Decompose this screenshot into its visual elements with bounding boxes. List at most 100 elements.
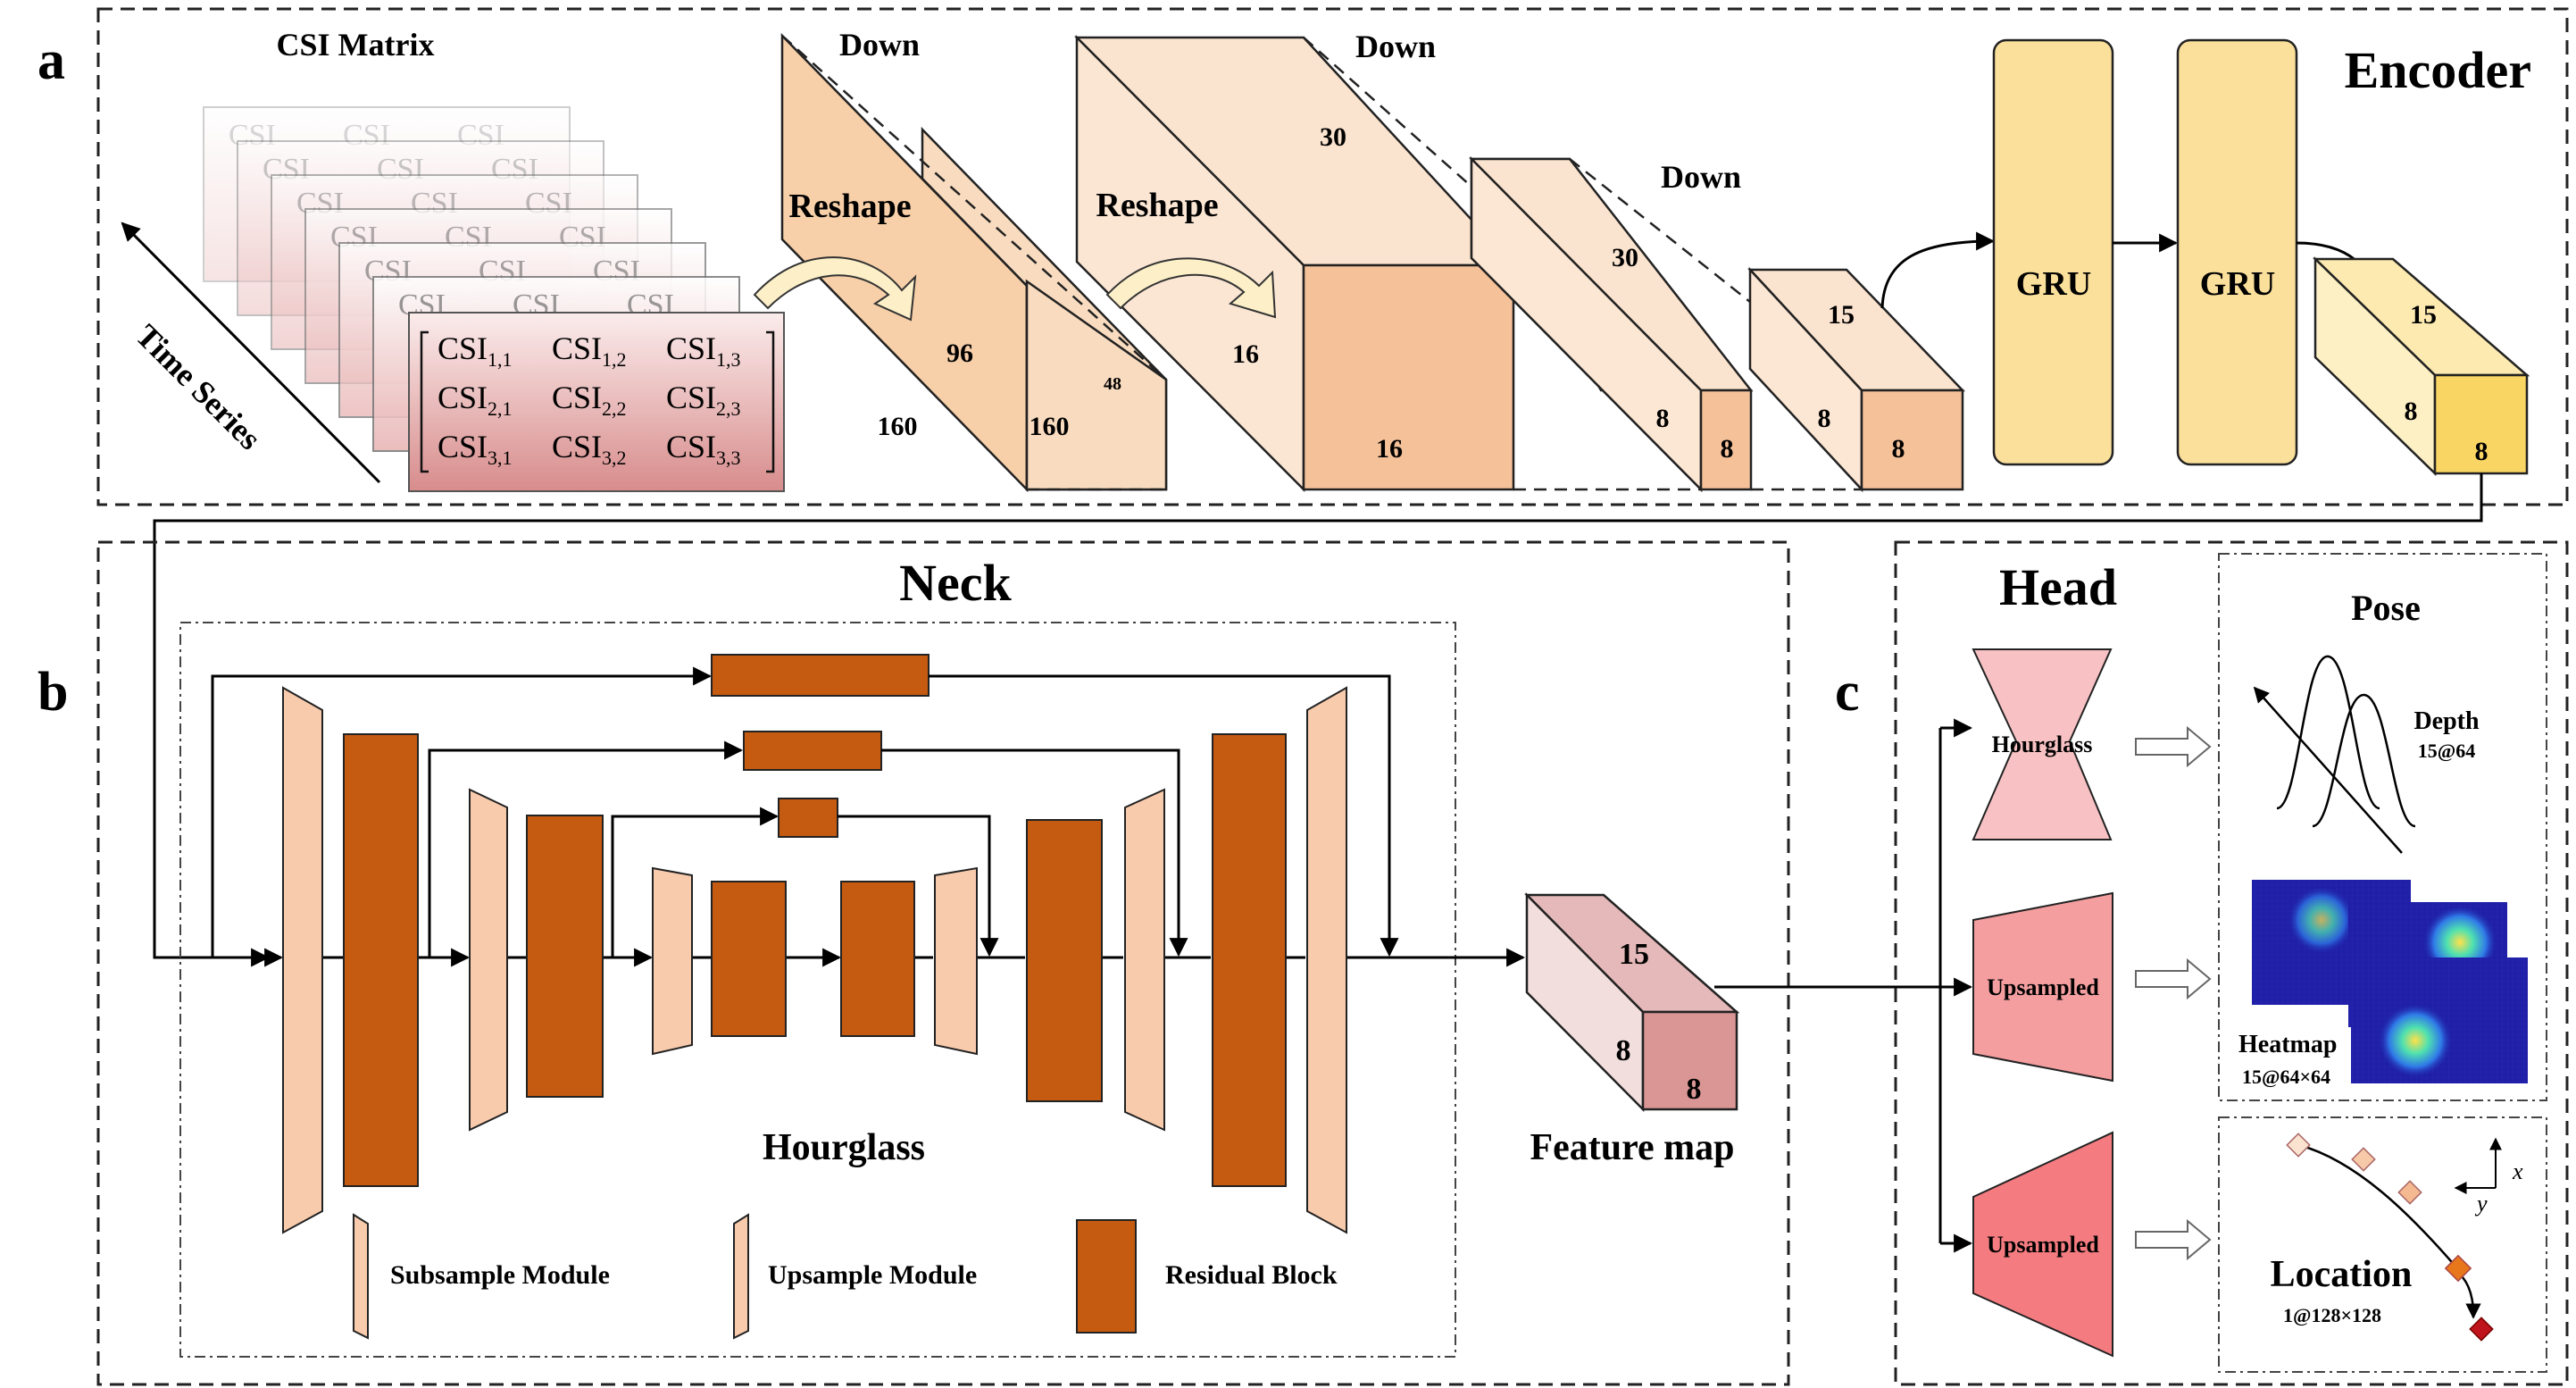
feature-box-1: 30 16 16	[1073, 34, 1516, 493]
reshape-label-1: Reshape	[788, 188, 911, 225]
reshape-curve-arrow-1	[753, 256, 917, 322]
location-label: Location	[2271, 1254, 2413, 1295]
panel-letter-c: c	[1835, 662, 1860, 723]
down-label-2: Down	[1355, 29, 1436, 64]
gru-block-1	[1992, 38, 2114, 466]
reshape-curve-arrow-2	[1105, 257, 1277, 319]
head-panel	[1894, 540, 2569, 1386]
panel-letter-b: b	[38, 662, 68, 723]
reshape-slab-2: 48 160	[921, 126, 1168, 491]
skip-connection-inner	[611, 798, 999, 957]
axis-y-label: y	[2474, 1191, 2488, 1217]
hourglass-label: Hourglass	[763, 1127, 925, 1168]
hollow-arrow-2	[2135, 957, 2212, 1000]
feature-box-3: 15 8 8	[1747, 266, 1965, 493]
panel-letter-a: a	[38, 30, 65, 91]
out-depth: 15	[2410, 300, 2437, 330]
feature-map-box: 15 8 8	[1523, 891, 1740, 1113]
slab1-height: 160	[878, 412, 918, 441]
reshape-label-2: Reshape	[1096, 187, 1218, 224]
csi-matrix-title: CSI Matrix	[277, 27, 435, 63]
neck-panel	[96, 540, 1790, 1386]
gru-block-2	[2176, 38, 2298, 466]
box2-front-label: 8	[1721, 434, 1734, 464]
down-dashed-1	[781, 35, 1167, 380]
upsample-module-3	[1306, 686, 1347, 1234]
slab2-depth: 48	[1104, 374, 1121, 394]
box3-front: 8	[1892, 434, 1905, 464]
depth-curves	[2253, 655, 2416, 854]
time-series-label: Time Series	[129, 317, 268, 456]
residual-block-4	[840, 881, 915, 1037]
csi-cell: CSI1,3	[666, 330, 741, 371]
skip-residual-middle	[743, 731, 882, 771]
feature-box-2-clean: 30 8 8	[1468, 155, 1754, 493]
head-title: Head	[1999, 558, 2117, 616]
box3-to-gru-arrow	[1880, 231, 1996, 309]
heatmap-dims: 15@64×64	[2242, 1066, 2330, 1088]
box1-front: 16	[1376, 434, 1403, 464]
subsample-module-2	[469, 788, 508, 1132]
box1-depth: 30	[1320, 122, 1346, 152]
gru-label-1: GRU	[2016, 265, 2091, 303]
box3-depth: 15	[1828, 300, 1855, 330]
box1-left: 16	[1232, 339, 1259, 369]
feature-map-label: Feature map	[1530, 1127, 1734, 1168]
slab1-depth: 96	[946, 339, 973, 368]
encoder-to-neck-line	[153, 473, 2483, 967]
head-hourglass-label: Hourglass	[1992, 732, 2093, 757]
subsample-module-1	[282, 686, 323, 1234]
heatmap-stack	[2252, 880, 2528, 1083]
legend-upsample-icon	[733, 1213, 749, 1340]
upsample-module-2	[1124, 788, 1165, 1132]
skip-connection-outer	[211, 654, 1399, 957]
residual-block-2	[526, 815, 604, 1098]
hollow-arrow-1	[2135, 725, 2212, 768]
heatmap-label: Heatmap	[2238, 1031, 2337, 1058]
hollow-arrow-3	[2135, 1218, 2212, 1261]
location-trajectory	[2286, 1133, 2494, 1342]
legend-residual-icon	[1076, 1219, 1137, 1334]
location-axes-icon	[2454, 1137, 2502, 1194]
head-upsampled-label-2: Upsampled	[1987, 1232, 2099, 1258]
location-panel	[2218, 1116, 2547, 1373]
slab2-height: 160	[1030, 412, 1070, 441]
skip-connection-middle	[428, 731, 1188, 957]
feature-map-left: 8	[1616, 1034, 1631, 1067]
depth-label: Depth	[2413, 707, 2480, 735]
encoder-title: Encoder	[2345, 41, 2531, 99]
gru-label-2: GRU	[2200, 265, 2275, 303]
encoder-panel	[96, 7, 2569, 506]
location-dims: 1@128×128	[2283, 1304, 2381, 1326]
legend-upsample-label: Upsample Module	[768, 1260, 977, 1290]
pose-title: Pose	[2351, 588, 2421, 628]
box3-left: 8	[1818, 404, 1831, 433]
head-hourglass-block	[1972, 648, 2113, 840]
residual-block-1	[343, 733, 419, 1187]
head-upsampled-label-1: Upsampled	[1987, 974, 2099, 1000]
residual-block-6	[1212, 733, 1287, 1187]
pose-panel	[2218, 553, 2547, 1101]
out-left: 8	[2405, 397, 2418, 426]
upsample-module-1	[934, 866, 978, 1056]
down-label-3: Down	[1661, 159, 1741, 195]
box2-left: 8	[1656, 404, 1670, 433]
neck-title: Neck	[899, 554, 1012, 612]
box2-depth: 30	[1612, 243, 1638, 272]
legend-subsample-label: Subsample Module	[390, 1260, 610, 1290]
encoder-output-box: 15 8 8	[2312, 256, 2530, 476]
subsample-module-3	[652, 866, 693, 1056]
head-upsampled-block-1	[1972, 891, 2113, 1083]
legend-subsample-icon	[353, 1213, 369, 1340]
down-label-1: Down	[839, 27, 920, 63]
out-front: 8	[2475, 437, 2488, 466]
axis-x-label: x	[2512, 1158, 2523, 1184]
legend-residual-label: Residual Block	[1165, 1260, 1338, 1290]
residual-block-5	[1026, 819, 1103, 1102]
csi-cell: CSI2,1	[438, 380, 513, 420]
residual-block-3	[711, 881, 787, 1037]
depth-dims: 15@64	[2418, 740, 2475, 762]
feature-map-depth: 15	[1619, 938, 1649, 971]
